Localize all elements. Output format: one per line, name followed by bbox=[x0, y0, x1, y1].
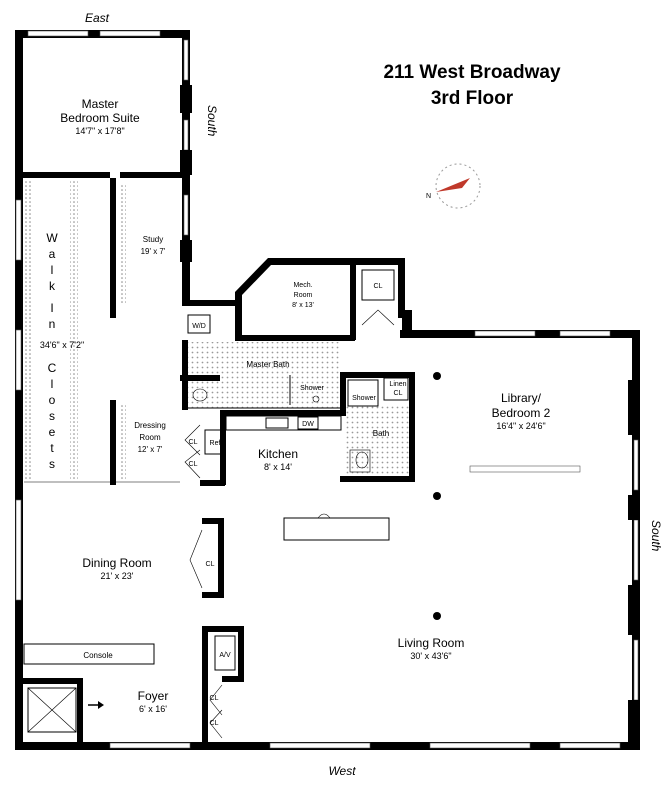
closets-letter-2: l bbox=[51, 377, 54, 391]
windows bbox=[15, 30, 639, 749]
linen-1: Linen bbox=[389, 381, 406, 388]
master-bath-shower: Shower bbox=[300, 385, 324, 392]
direction-east: East bbox=[85, 11, 110, 25]
library-name-1: Library/ bbox=[501, 391, 542, 405]
title-line-1: 211 West Broadway bbox=[383, 62, 561, 83]
bath bbox=[340, 372, 415, 482]
title-line-2: 3rd Floor bbox=[431, 88, 514, 109]
closets-letter-3: o bbox=[49, 393, 56, 407]
direction-south-right: South bbox=[649, 520, 663, 552]
master-dims: 14'7" x 17'8" bbox=[75, 126, 124, 136]
bath-name: Bath bbox=[373, 429, 389, 438]
dressing-name-1: Dressing bbox=[134, 421, 166, 430]
walk-letter-2: a bbox=[49, 247, 56, 261]
dining-closet bbox=[189, 518, 224, 598]
master-bath bbox=[180, 340, 346, 412]
master-name-2: Bedroom Suite bbox=[60, 111, 140, 125]
compass-n-label: N bbox=[426, 193, 431, 200]
master-bath-name: Master Bath bbox=[246, 360, 289, 369]
dressing-cl-1: CL bbox=[189, 439, 198, 446]
walk-in-label: W a l k I n 34'6" x 7'2" C l o s e t s bbox=[40, 231, 84, 471]
dw-label: DW bbox=[302, 421, 314, 428]
foyer-cl-1: CL bbox=[210, 695, 219, 702]
mech-room-walls bbox=[235, 258, 412, 341]
ref-label: Ref bbox=[210, 440, 221, 447]
bath-shower: Shower bbox=[352, 395, 376, 402]
in-letter-1: I bbox=[50, 301, 53, 315]
direction-south-top: South bbox=[205, 105, 219, 137]
foyer-walls bbox=[15, 626, 244, 748]
dining-name: Dining Room bbox=[82, 556, 151, 570]
library-dims: 16'4" x 24'6" bbox=[496, 421, 545, 431]
foyer-name: Foyer bbox=[138, 689, 169, 703]
walk-letter-1: W bbox=[46, 231, 58, 245]
kitchen-dims: 8' x 14' bbox=[264, 462, 292, 472]
closets-letter-6: t bbox=[50, 441, 54, 455]
dressing-cl-2: CL bbox=[189, 461, 198, 468]
study-name: Study bbox=[143, 235, 163, 244]
foyer-dims: 6' x 16' bbox=[139, 704, 167, 714]
walk-letter-3: l bbox=[51, 263, 54, 277]
walk-in-dims: 34'6" x 7'2" bbox=[40, 340, 84, 350]
linen-2: CL bbox=[394, 390, 403, 397]
console-label: Console bbox=[83, 651, 113, 660]
direction-west: West bbox=[328, 764, 356, 778]
av-label: A/V bbox=[219, 652, 231, 659]
foyer-cl-2: CL bbox=[210, 720, 219, 727]
dining-dims: 21' x 23' bbox=[101, 571, 134, 581]
mech-name-1: Mech. bbox=[293, 282, 312, 289]
dressing-name-2: Room bbox=[139, 433, 161, 442]
living-name: Living Room bbox=[398, 636, 465, 650]
compass-icon: N bbox=[426, 163, 481, 209]
mech-cl-label: CL bbox=[374, 283, 383, 290]
dining-cl: CL bbox=[206, 561, 215, 568]
wd-label: W/D bbox=[192, 323, 206, 330]
master-name-1: Master bbox=[82, 97, 119, 111]
library-name-2: Bedroom 2 bbox=[492, 406, 551, 420]
in-letter-2: n bbox=[49, 317, 56, 331]
kitchen-name: Kitchen bbox=[258, 447, 298, 461]
kitchen bbox=[200, 410, 347, 486]
walk-letter-4: k bbox=[49, 279, 56, 293]
walk-in-closets bbox=[24, 178, 180, 485]
study-dims: 19' x 7' bbox=[141, 247, 166, 256]
closets-letter-7: s bbox=[49, 457, 55, 471]
closets-letter-5: e bbox=[49, 425, 56, 439]
mech-name-2: Room bbox=[294, 292, 313, 299]
closets-letter-4: s bbox=[49, 409, 55, 423]
mech-dims: 8' x 13' bbox=[292, 302, 314, 309]
closets-letter-1: C bbox=[48, 361, 57, 375]
living-dims: 30' x 43'6" bbox=[410, 651, 451, 661]
dressing-dims: 12' x 7' bbox=[138, 445, 163, 454]
